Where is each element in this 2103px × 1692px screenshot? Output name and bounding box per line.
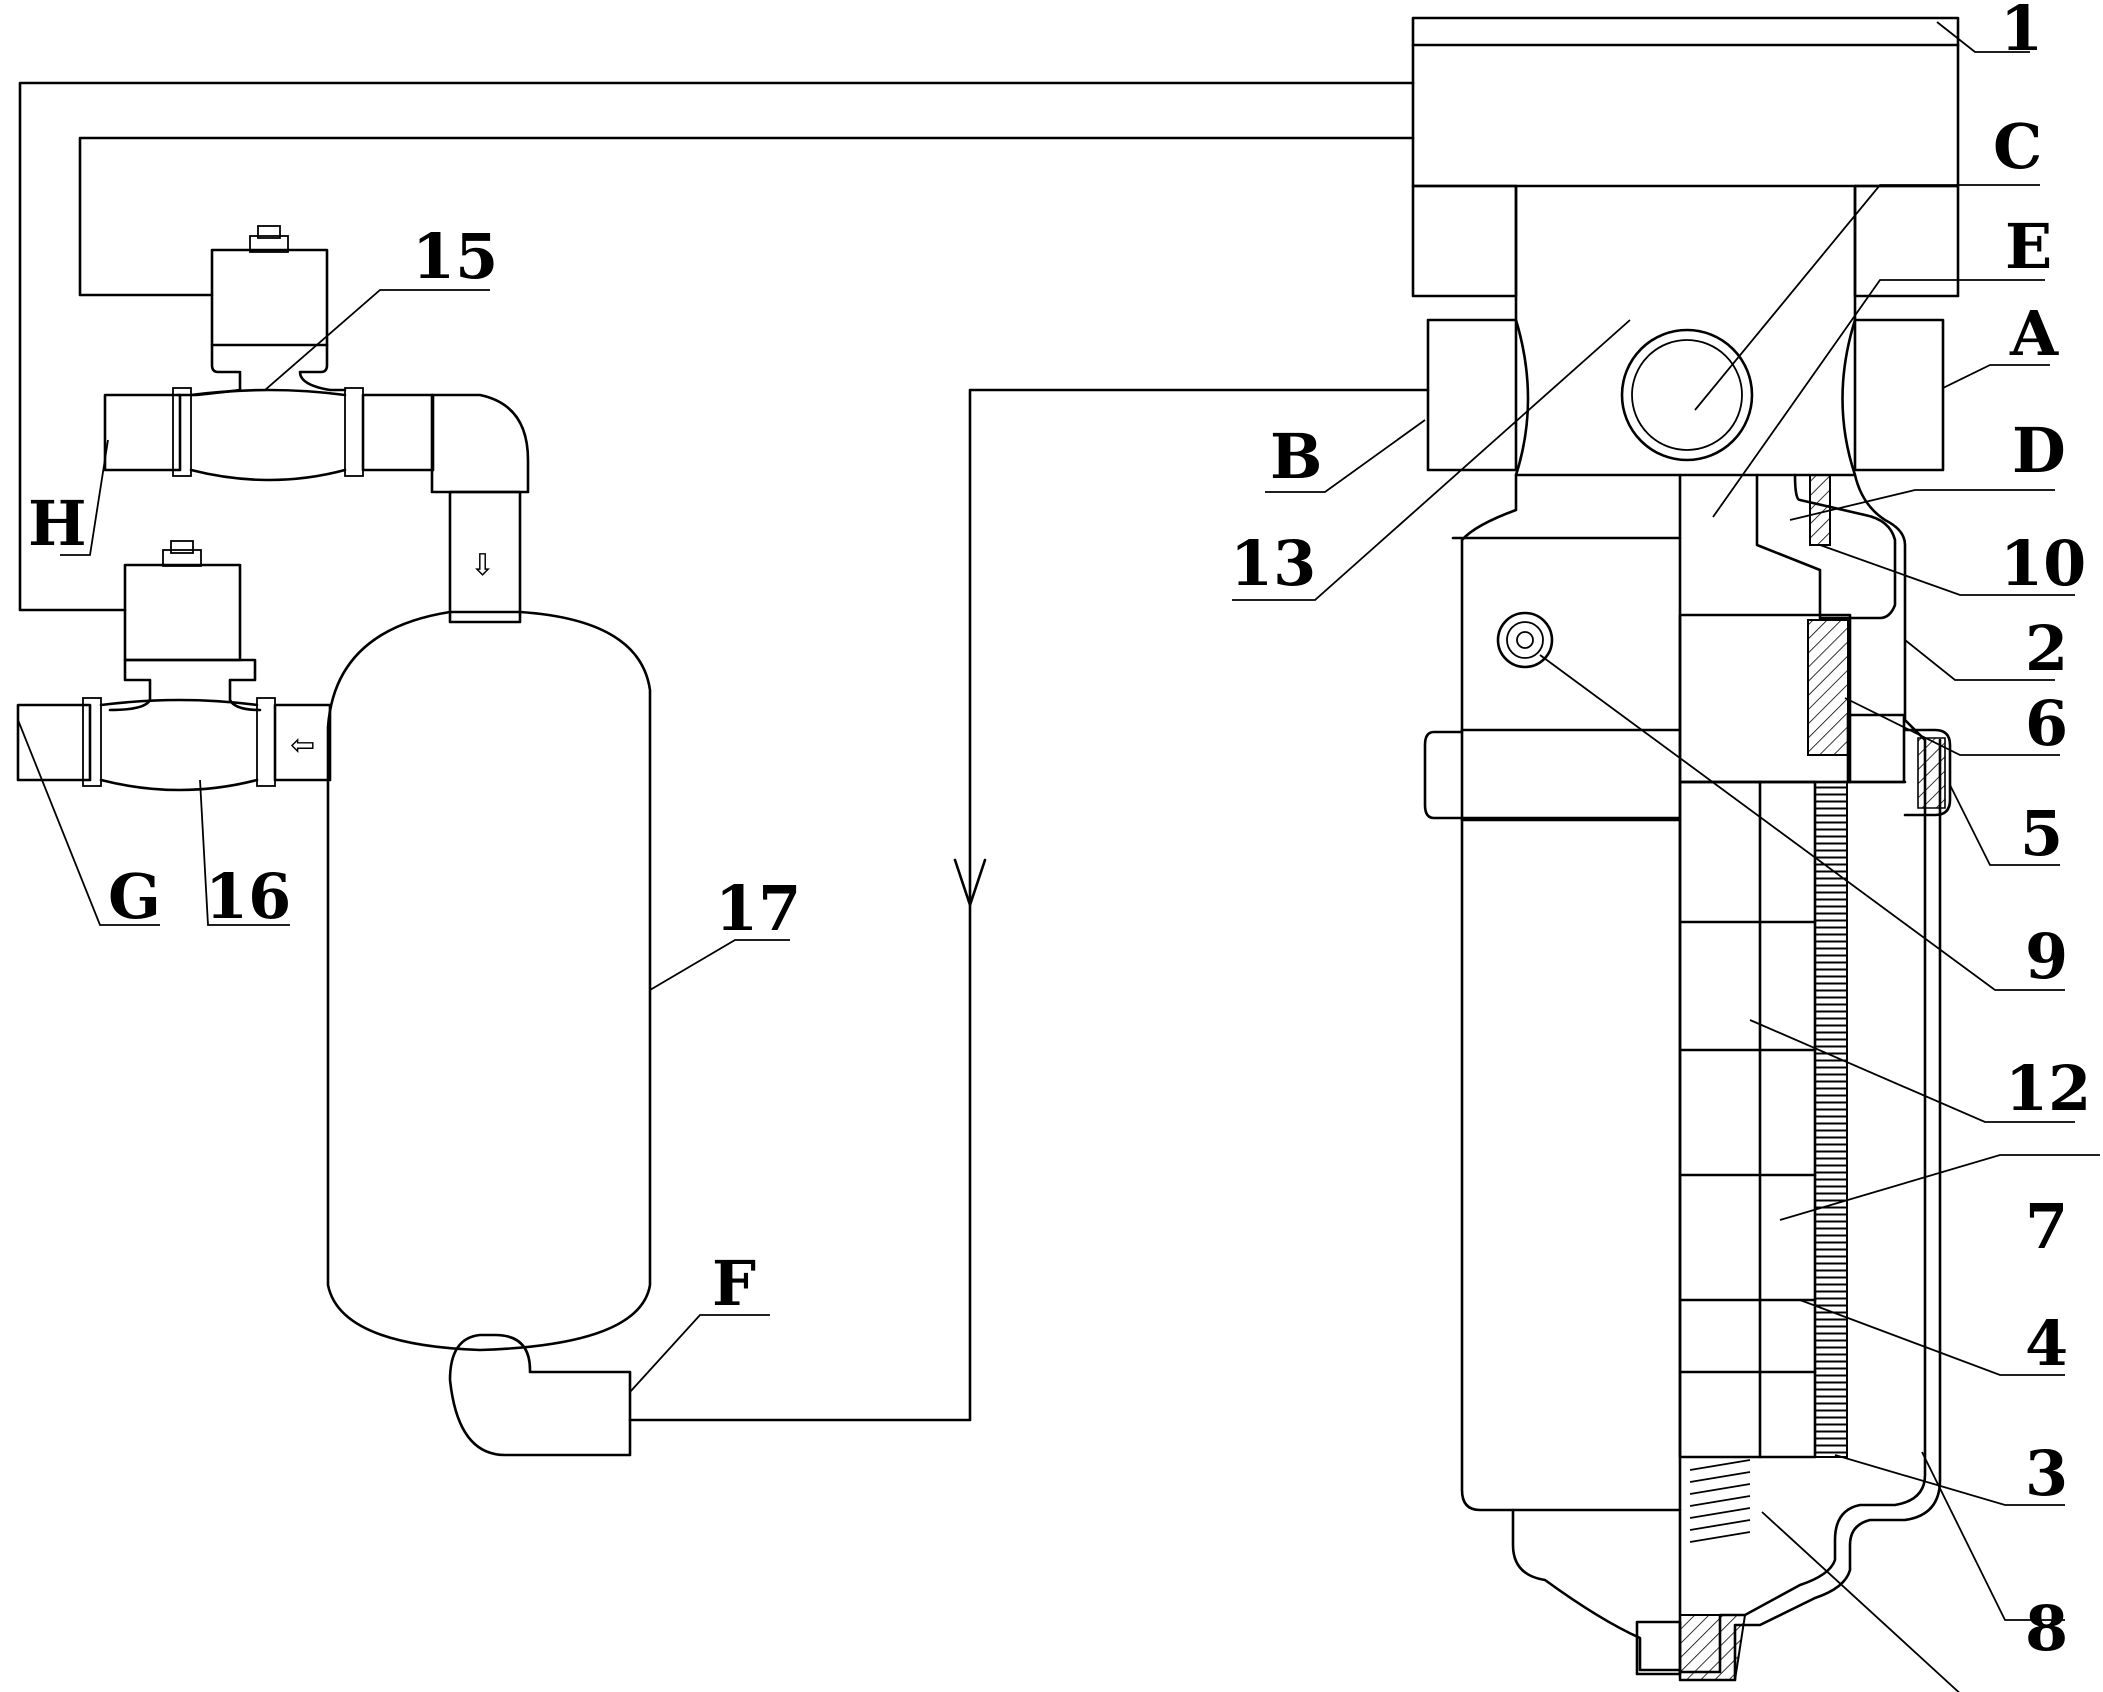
label-B: B	[1270, 420, 1322, 493]
label-E: E	[2005, 210, 2052, 283]
label-5: 5	[2020, 797, 2063, 870]
label-1: 1	[2000, 0, 2043, 65]
label-3: 3	[2025, 1437, 2068, 1510]
port-B	[1426, 318, 1518, 472]
leader-lines	[17, 21, 2100, 1692]
wire-to-valve-15	[78, 136, 1415, 297]
label-D: D	[2012, 414, 2066, 487]
label-A: A	[2009, 297, 2059, 370]
filter-head-13	[1426, 184, 1945, 477]
gauge-9	[1496, 611, 1554, 669]
label-17: 17	[715, 872, 801, 945]
valve-16	[16, 540, 332, 792]
flow-arrow-down: ⇩	[470, 548, 495, 583]
label-H: H	[28, 487, 87, 560]
label-13: 13	[1230, 527, 1316, 600]
spring-8	[1689, 1459, 1751, 1543]
label-8: 8	[2025, 1592, 2068, 1665]
part-labels: 1 C E A D B 10 13 2 6 5 9 12 7 4 3 8 15 …	[28, 0, 2091, 1665]
label-2: 2	[2025, 612, 2068, 685]
label-12: 12	[2005, 1052, 2091, 1125]
filter-housing-outer	[1423, 473, 1682, 1672]
wire-to-valve-16	[18, 81, 1415, 612]
label-F: F	[712, 1247, 756, 1320]
port-A	[1853, 318, 1945, 472]
label-C: C	[1993, 110, 2042, 183]
controller-1	[1411, 16, 1960, 298]
label-6: 6	[2025, 687, 2068, 760]
flow-arrow-left: ⇦	[290, 728, 315, 763]
label-7: 7	[2025, 1190, 2068, 1263]
label-G: G	[108, 860, 161, 933]
label-15: 15	[412, 220, 498, 293]
label-16: 16	[205, 860, 291, 933]
valve-15	[103, 225, 435, 482]
label-10: 10	[2000, 527, 2086, 600]
port-C	[1620, 328, 1754, 462]
label-4: 4	[2025, 1307, 2068, 1380]
filter-housing-section	[1635, 473, 1952, 1682]
tank-17	[326, 393, 652, 1457]
label-9: 9	[2025, 920, 2068, 993]
